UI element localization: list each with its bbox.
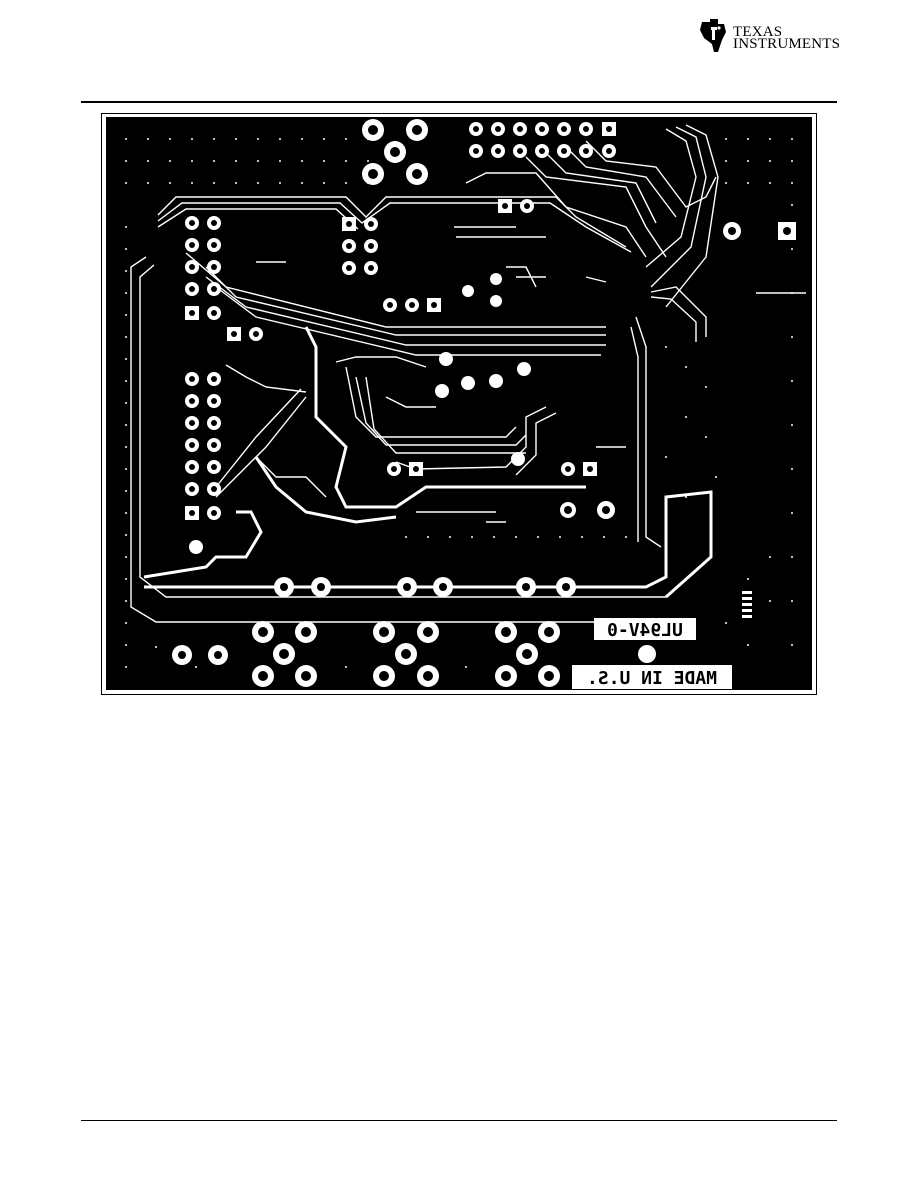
silk-origin-text: MADE IN U.S. [587, 668, 717, 689]
header-rule [81, 101, 837, 103]
silk-rating-text: UL94V-0 [607, 620, 683, 641]
footer-rule [81, 1120, 837, 1121]
silkscreen-origin: MADE IN U.S. [572, 665, 732, 689]
pcb-bottom-layer-figure: UL94V-0 MADE IN U.S. [106, 117, 812, 690]
ti-logo-wordmark: TEXAS INSTRUMENTS [733, 26, 840, 50]
pcb-layout-svg: UL94V-0 MADE IN U.S. [106, 117, 812, 690]
logo-line2: INSTRUMENTS [733, 38, 840, 50]
silkscreen-rating: UL94V-0 [594, 618, 696, 641]
